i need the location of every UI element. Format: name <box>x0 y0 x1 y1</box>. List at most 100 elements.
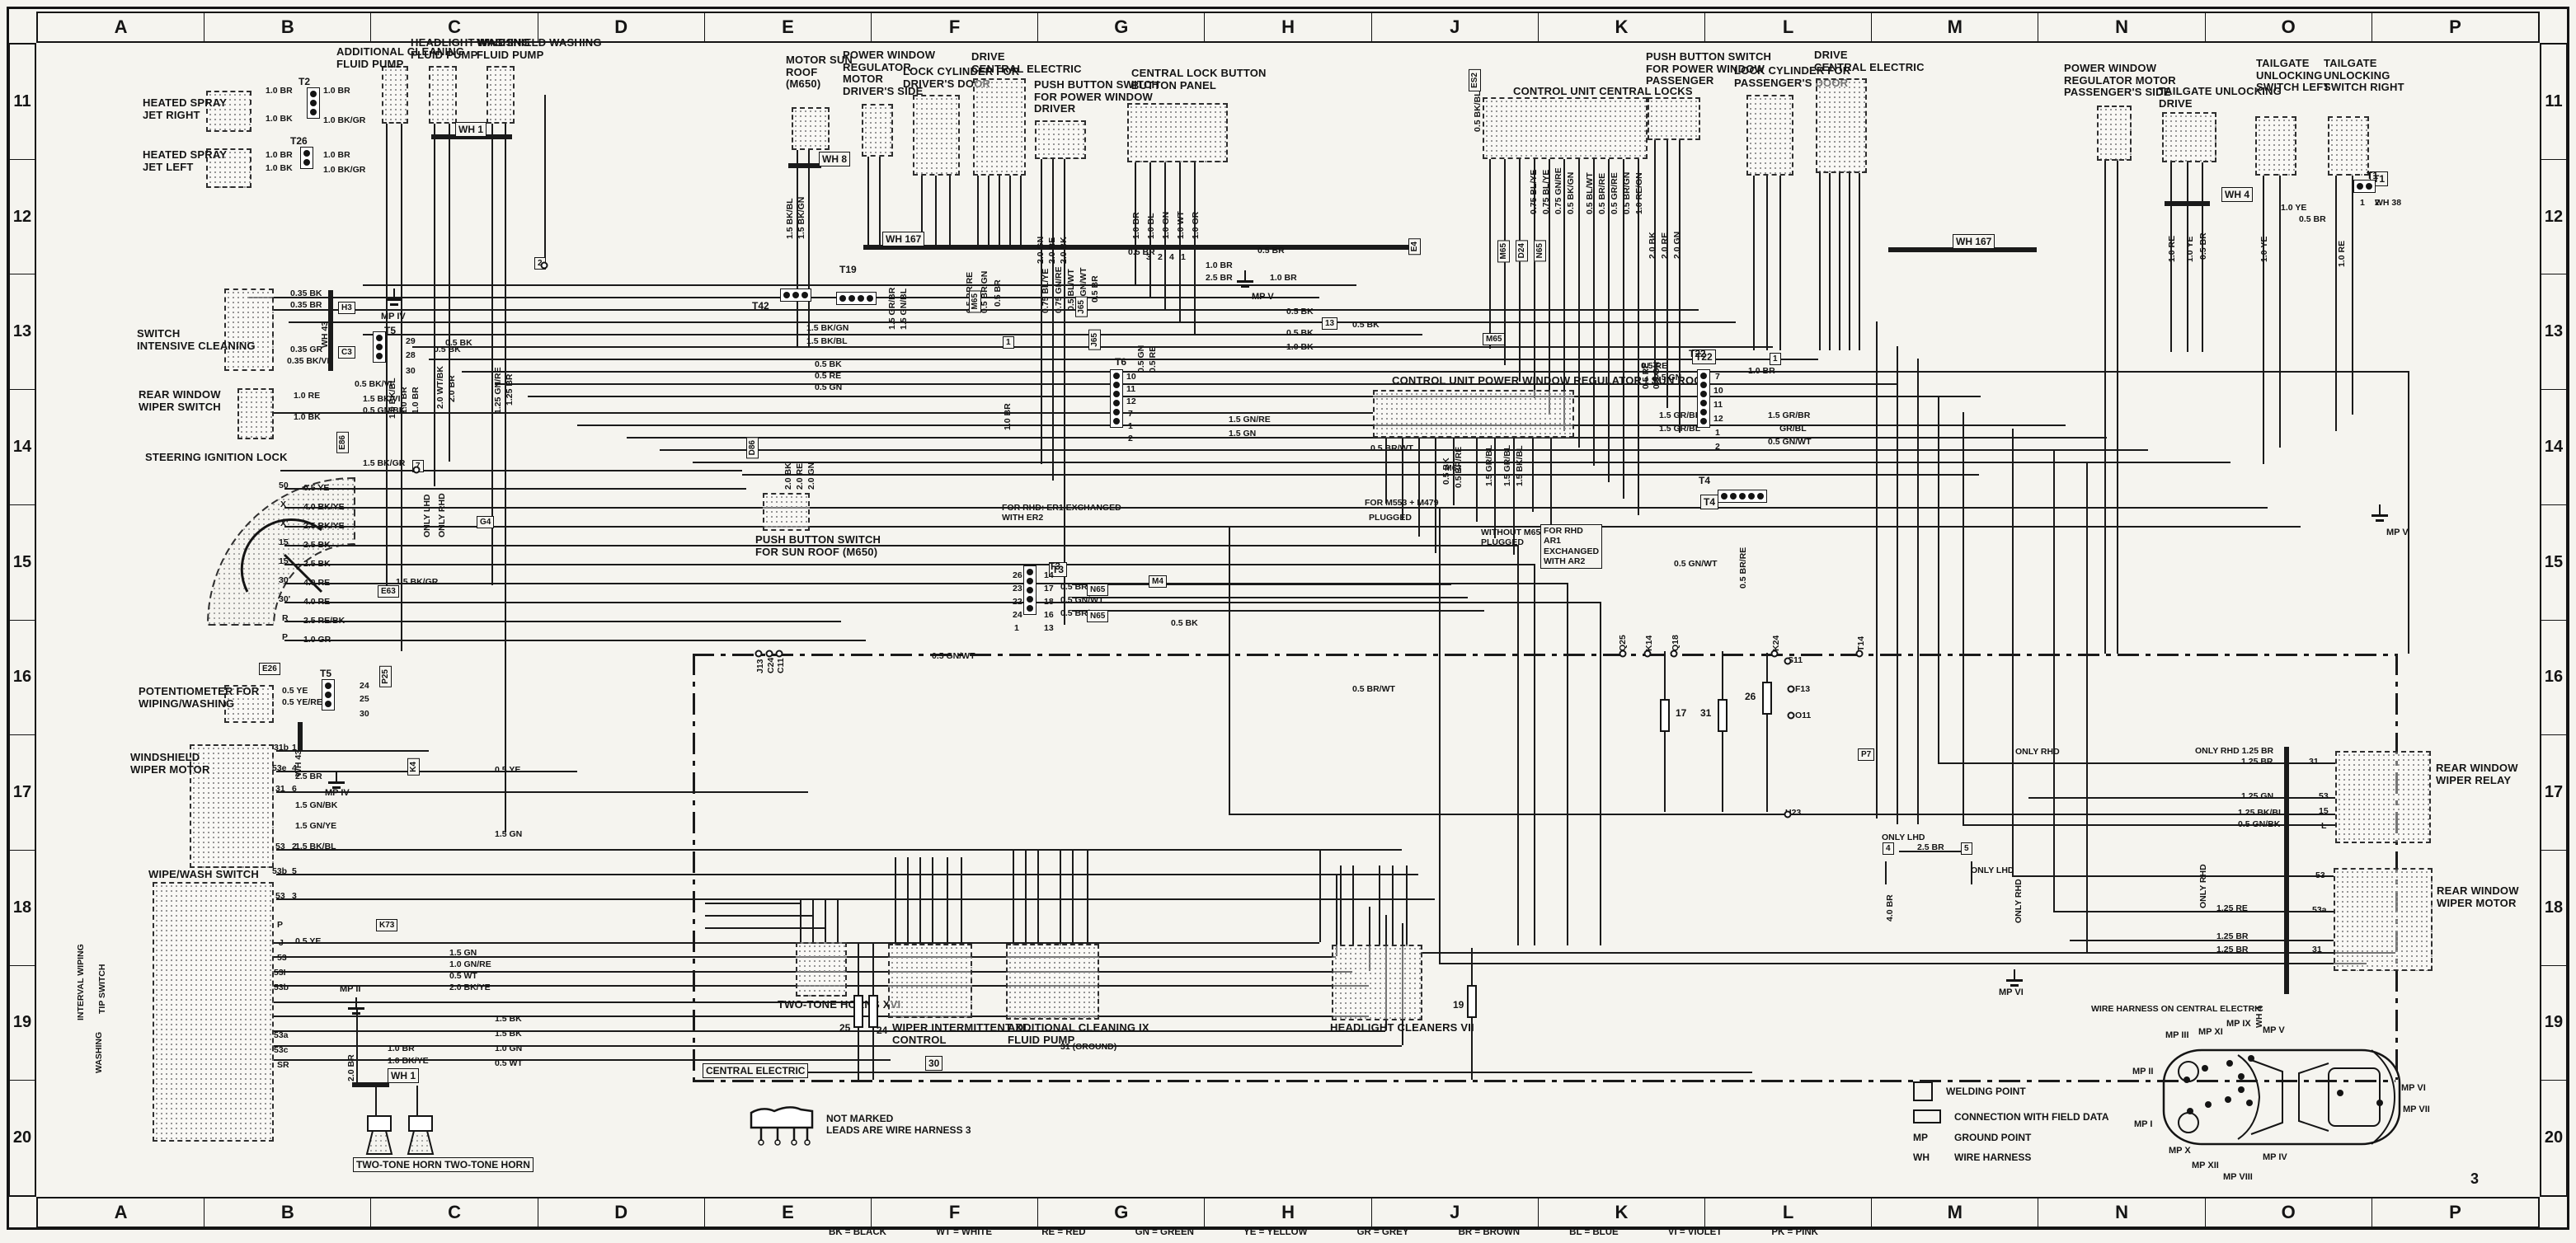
fuse-box <box>1467 985 1477 1018</box>
wire-segment <box>1963 412 1964 826</box>
wire-segment <box>693 654 695 1080</box>
car-mp-dot <box>2337 1090 2343 1096</box>
wire-label: 0.5 BR <box>1090 275 1100 303</box>
wire-label: 2.5 BR <box>295 772 322 781</box>
wire-label: 1.5 GN/BK <box>295 800 338 810</box>
wire-segment <box>1753 176 1755 350</box>
wire-label: 1.0 BL <box>1146 213 1156 239</box>
wire-segment <box>1563 159 1565 431</box>
connector-pin <box>783 292 790 298</box>
reference-box: M4 <box>1149 575 1167 588</box>
car-mp-label: MP VII <box>2403 1105 2430 1114</box>
wire-label: 1.0 GN <box>1161 211 1171 239</box>
reference-box: J65 <box>1088 330 1101 350</box>
wire-segment <box>921 176 923 250</box>
reference-box: D86 <box>746 437 759 459</box>
wire-label: 0.5 GN/WT <box>932 651 975 661</box>
ground-label: MP VI <box>1999 987 2024 997</box>
wire-label: 1.25 RE <box>2216 903 2248 913</box>
wire-segment <box>949 176 951 250</box>
wire-segment <box>1517 545 1519 945</box>
component-label: CONTROL UNIT CENTRAL LOCKS <box>1513 85 1693 97</box>
connector-pin <box>1027 596 1033 603</box>
wire-label: ONLY RHD <box>2015 747 2060 757</box>
wire-segment <box>284 621 841 622</box>
wire-label: 1.5 GN/RE <box>1229 415 1271 424</box>
wire-label: M63 <box>1445 463 1462 473</box>
wire-label: 25 <box>360 694 369 704</box>
wire-label: 15 <box>2319 806 2329 816</box>
connector-pin <box>1113 418 1120 424</box>
wire-segment <box>1534 159 1535 398</box>
wire-label: 1.5 GN/BL <box>899 288 909 330</box>
connection-node <box>1770 650 1779 658</box>
connector-t22 <box>1697 369 1710 428</box>
car-mp-label: MP III <box>2165 1030 2189 1040</box>
wire-segment <box>1489 159 1491 349</box>
wire-segment <box>1037 849 1039 945</box>
wire-label: J13 <box>755 659 765 673</box>
wire-segment <box>272 412 1373 414</box>
wire-label: 1.5 BK/GN <box>797 196 806 239</box>
reference-box: K73 <box>376 919 398 931</box>
component-box <box>1816 78 1867 173</box>
component-box <box>1006 944 1099 1020</box>
wire-segment <box>2012 429 2014 877</box>
wire-segment <box>1766 176 1768 350</box>
wire-label: 0.5 BR/RE <box>1597 172 1607 214</box>
component-label: MOTOR SUN ROOF (M650) <box>786 54 853 91</box>
wire-segment <box>1072 610 1484 612</box>
wire-segment <box>1072 849 1074 945</box>
connector-t2 <box>307 87 320 119</box>
wire-label: 2.0 RE <box>1047 237 1057 264</box>
connection-node <box>1784 657 1792 665</box>
mp-abbr: MP <box>1913 1132 1928 1143</box>
wire-label: WH 167 <box>882 232 925 247</box>
component-box <box>1483 97 1648 159</box>
wire-label: 0.5 BR/RE <box>1738 546 1748 589</box>
grid-row-label: 17 <box>2541 735 2566 851</box>
wire-segment <box>907 857 909 945</box>
wire-label: T14 <box>1856 636 1866 651</box>
grid-column-label: N <box>2038 13 2206 41</box>
wire-label: 2.5 BK <box>303 559 331 569</box>
reference-box: M65 <box>1483 333 1506 345</box>
connector-label: T2 <box>298 76 311 87</box>
wire-segment <box>788 163 821 168</box>
color-code-item: WT = WHITE <box>936 1227 993 1237</box>
wire-segment <box>284 507 2268 509</box>
component-box <box>1332 945 1422 1020</box>
car-mp-label: MP II <box>2132 1067 2154 1076</box>
component-label: HEADLIGHT WASHING FLUID PUMP <box>411 36 530 61</box>
wire-label: 1.0 RE/GN <box>1634 172 1644 214</box>
connector-pin <box>303 150 310 157</box>
connector-pin <box>1700 373 1707 379</box>
wire-label: 0.5 RE <box>815 371 842 381</box>
connector-pin <box>1113 391 1120 397</box>
wire-segment <box>2335 176 2337 431</box>
wire-label: 53a <box>2312 905 2327 915</box>
wire-segment <box>2086 462 2088 954</box>
wire-label: 1.25 BK/BL <box>2238 808 2284 818</box>
wire-label: 1.25 BR <box>2216 945 2249 955</box>
connector-pin <box>1700 400 1707 406</box>
wire-label: 0.5 BK <box>1171 618 1198 628</box>
wire-label: 0.5 GN/BK <box>363 406 406 415</box>
grid-row-label: 15 <box>2541 505 2566 621</box>
wire-segment <box>1421 952 2395 954</box>
connector-pin <box>858 295 864 302</box>
wire-label: L <box>2321 821 2327 831</box>
wire-label: ONLY LHD <box>422 494 432 537</box>
component-box <box>2334 868 2433 971</box>
wire-label: 1.0 BK <box>1286 342 1314 352</box>
component-label: REAR WINDOW WIPER RELAY <box>2436 762 2518 786</box>
wire-label: 1.5 BK/BL <box>1515 445 1525 486</box>
fuse-label: 24 <box>877 1025 888 1036</box>
component-box <box>2255 116 2296 176</box>
reference-box: C3 <box>338 346 355 359</box>
wire-segment <box>1435 438 1436 553</box>
wire-segment <box>284 583 1567 584</box>
wire-label: 0.5 WT <box>495 1058 523 1068</box>
wire-segment <box>742 474 1979 476</box>
